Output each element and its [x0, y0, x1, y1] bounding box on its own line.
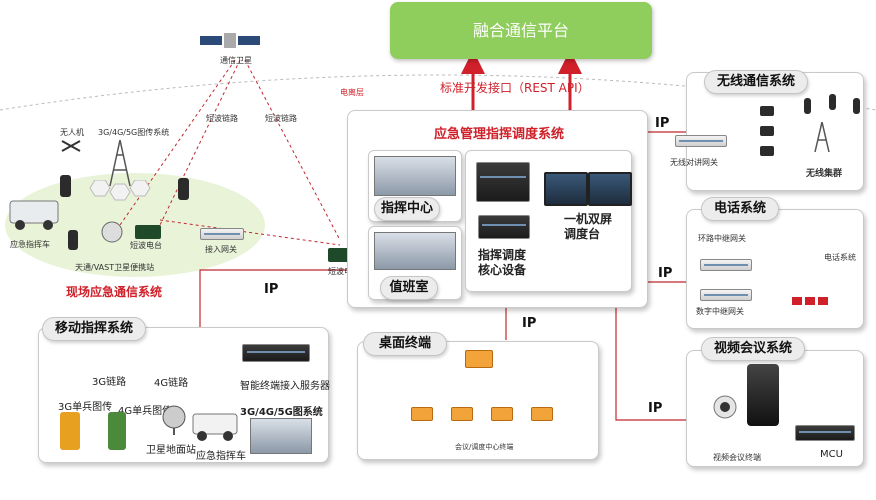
desktop-node: [465, 350, 493, 368]
mobile-cellular-label: 3G/4G/5G图系统: [240, 407, 323, 418]
radio-base-icon: [760, 106, 774, 116]
video-title: 视频会议系统: [701, 337, 805, 361]
mobile-cellular-image: [250, 418, 312, 454]
mcu-icon: [795, 425, 855, 441]
radio-base-icon: [760, 146, 774, 156]
phone-handset-icon: [792, 292, 828, 305]
phone-system-label: 电话系统: [824, 253, 856, 262]
link-4g-label: 4G链路: [154, 378, 189, 389]
access-server-label: 智能终端接入服务器: [240, 381, 330, 392]
mobile-title: 移动指挥系统: [42, 317, 146, 341]
walkie-talkie-icon: [804, 98, 811, 114]
wireless-gateway-label: 无线对讲网关: [670, 158, 718, 167]
single-4g-device-icon: [108, 412, 126, 450]
phone-icon: [178, 178, 189, 200]
single-4g-label: 4G单兵图传: [118, 406, 173, 417]
link-3g-label: 3G链路: [92, 377, 127, 388]
access-gateway-icon: [200, 228, 244, 240]
video-camera-icon: [713, 395, 737, 419]
satellite-label: 通信卫星: [220, 56, 252, 65]
shortwave-radio-icon: [135, 225, 161, 239]
short-link-label-2: 短波链路: [265, 114, 297, 123]
desktop-caption: 会议/调度中心终端: [455, 443, 514, 451]
walkie-talkie-icon: [829, 94, 836, 110]
desktop-title: 桌面终端: [363, 332, 447, 356]
phone-icon: [68, 230, 78, 250]
drone-icon: [60, 138, 82, 152]
access-gateway-label: 接入网关: [205, 245, 237, 254]
trunk-tower-icon: [814, 121, 830, 153]
ip-label-phone: IP: [658, 266, 673, 281]
trunk-label: 无线集群: [806, 169, 843, 179]
core-device-server-icon: [478, 215, 530, 239]
analog-gateway-icon: [700, 259, 752, 271]
wireless-gateway-icon: [675, 135, 727, 147]
analog-gateway-label: 环路中继网关: [698, 234, 746, 243]
desktop-node: [411, 407, 433, 421]
ionosphere-label: 电离层: [340, 88, 364, 97]
drone-label: 无人机: [60, 128, 84, 137]
single-3g-label: 3G单兵图传: [58, 402, 113, 413]
dual-screen-monitor-right: [588, 172, 632, 206]
ground-station-label: 卫星地面站: [146, 445, 196, 456]
dual-screen-label: 一机双屏 调度台: [564, 212, 613, 241]
tower-icon: [108, 139, 132, 187]
mcu-label: MCU: [820, 449, 843, 460]
core-device-rack-icon: [476, 162, 530, 202]
desktop-node: [451, 407, 473, 421]
desktop-node: [531, 407, 553, 421]
phone-title: 电话系统: [701, 197, 779, 221]
dual-screen-monitor-left: [544, 172, 588, 206]
duty-room-label: 值班室: [380, 276, 438, 300]
duty-room-image: [374, 232, 456, 270]
satellite-portable-label: 天通/VAST卫星便携站: [75, 263, 155, 272]
mobile-vehicle-label: 应急指挥车: [196, 451, 246, 462]
shortwave-radio-label: 短波电台: [130, 241, 162, 250]
ip-label-wireless: IP: [655, 116, 670, 131]
cellular-label: 3G/4G/5G图传系统: [98, 128, 170, 137]
ip-label-video: IP: [648, 401, 663, 416]
single-3g-device-icon: [60, 412, 80, 450]
wireless-title: 无线通信系统: [704, 70, 808, 94]
command-center-label: 指挥中心: [374, 197, 440, 221]
shortwave-radio-2-label: 短波电台: [328, 267, 360, 276]
command-center-image: [374, 156, 456, 196]
mobile-vehicle-icon: [192, 408, 238, 442]
command-system-title: 应急管理指挥调度系统: [434, 127, 565, 142]
desktop-node: [491, 407, 513, 421]
digital-gateway-icon: [700, 289, 752, 301]
ground-station-icon: [160, 405, 188, 435]
hex-cells-icon: [85, 179, 155, 210]
satellite-icon: [200, 30, 260, 52]
dish-icon: [100, 220, 124, 244]
field-vehicle-icon: [8, 195, 60, 231]
core-device-label: 指挥调度 核心设备: [478, 248, 527, 277]
radio-base-icon: [760, 126, 774, 136]
access-server-icon: [242, 344, 310, 362]
ip-label-field: IP: [264, 282, 279, 297]
short-link-label-1: 短波链路: [206, 114, 238, 123]
video-terminal-label: 视频会议终端: [713, 453, 761, 462]
digital-gateway-label: 数字中继网关: [696, 307, 744, 316]
ip-label-desktop: IP: [522, 316, 537, 331]
field-system-title: 现场应急通信系统: [66, 285, 163, 299]
api-label: 标准开发接口（REST API）: [440, 81, 590, 95]
phone-icon: [60, 175, 71, 197]
video-terminal-icon: [747, 364, 779, 426]
field-vehicle-label: 应急指挥车: [10, 240, 50, 249]
walkie-talkie-icon: [853, 98, 860, 114]
platform-title: 融合通信平台: [390, 2, 652, 59]
